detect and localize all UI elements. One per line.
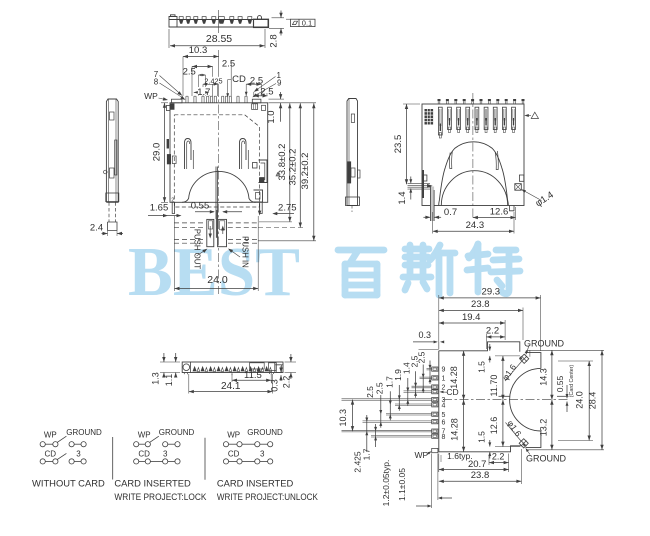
svg-text:5: 5 [442, 412, 446, 419]
svg-text:39.2±0.2: 39.2±0.2 [300, 153, 311, 190]
svg-text:2.425: 2.425 [204, 77, 222, 86]
svg-text:PUSH IN: PUSH IN [241, 236, 250, 268]
svg-text:2.5: 2.5 [374, 382, 384, 394]
svg-text:1: 1 [442, 376, 446, 383]
svg-text:4: 4 [442, 402, 446, 409]
svg-text:1.1: 1.1 [164, 374, 174, 387]
svg-text:1.3: 1.3 [150, 372, 160, 385]
svg-text:2.8: 2.8 [269, 34, 280, 47]
svg-text:24.0: 24.0 [575, 391, 585, 409]
svg-text:12.6: 12.6 [489, 417, 499, 435]
svg-text:GROUND: GROUND [159, 428, 195, 437]
svg-text:14.3: 14.3 [538, 368, 548, 386]
svg-text:0.3: 0.3 [418, 330, 431, 340]
svg-text:2: 2 [171, 198, 174, 204]
svg-text:6: 6 [442, 419, 446, 426]
svg-text:23.8: 23.8 [471, 470, 490, 481]
svg-text:WP: WP [44, 430, 57, 439]
svg-text:14.28: 14.28 [450, 418, 460, 441]
svg-text:2.5: 2.5 [222, 59, 235, 70]
svg-text:2.5: 2.5 [183, 66, 196, 77]
svg-text:WP: WP [414, 450, 428, 460]
svg-text:GROUND: GROUND [66, 428, 102, 437]
svg-text:1.0: 1.0 [266, 110, 277, 123]
svg-text:WRITE PROJECT:UNLOCK: WRITE PROJECT:UNLOCK [217, 492, 319, 502]
svg-text:13.2: 13.2 [538, 419, 548, 437]
svg-text:0.3: 0.3 [270, 379, 280, 392]
svg-text:2.2: 2.2 [282, 376, 292, 389]
svg-text:1.65: 1.65 [150, 203, 169, 214]
svg-text:WP: WP [138, 430, 151, 439]
svg-text:CD: CD [138, 450, 150, 459]
svg-text:2.5: 2.5 [365, 386, 375, 398]
svg-text:2.5: 2.5 [250, 76, 263, 87]
svg-text:GROUND: GROUND [526, 454, 566, 464]
svg-text:29.0: 29.0 [152, 143, 163, 162]
svg-text:23.8: 23.8 [471, 299, 490, 310]
svg-text:0.7: 0.7 [444, 207, 457, 218]
svg-text:CD: CD [232, 74, 246, 85]
svg-text:3: 3 [76, 450, 81, 459]
svg-text:23.5: 23.5 [393, 135, 404, 154]
svg-text:3: 3 [163, 450, 168, 459]
svg-text:WRITE PROJECT:LOCK: WRITE PROJECT:LOCK [114, 492, 207, 502]
svg-text:1.4: 1.4 [397, 191, 408, 204]
svg-text:12.6: 12.6 [490, 207, 509, 218]
svg-text:1.9: 1.9 [393, 369, 403, 381]
svg-text:9: 9 [442, 367, 446, 374]
svg-text:0.55: 0.55 [555, 375, 565, 392]
svg-text:GROUND: GROUND [524, 339, 564, 349]
svg-text:33.8±0.2: 33.8±0.2 [277, 144, 288, 181]
svg-text:CD: CD [228, 450, 240, 459]
svg-text:1.7: 1.7 [385, 376, 395, 388]
svg-text:1.2±0.05typ.: 1.2±0.05typ. [381, 460, 391, 507]
svg-text:3: 3 [260, 450, 265, 459]
svg-text:10.3: 10.3 [338, 409, 348, 427]
svg-text:1.7: 1.7 [361, 448, 371, 460]
svg-text:35.2±0.2: 35.2±0.2 [287, 149, 298, 186]
svg-text:CARD INSERTED: CARD INSERTED [114, 478, 191, 489]
svg-text:WP: WP [144, 91, 158, 101]
svg-text:CD: CD [45, 450, 57, 459]
svg-text:1.4: 1.4 [402, 362, 412, 374]
svg-text:19.4: 19.4 [462, 312, 481, 323]
svg-text:PUSH OUT: PUSH OUT [192, 229, 201, 270]
svg-text:WP: WP [227, 430, 240, 439]
svg-text:1.5: 1.5 [476, 431, 486, 443]
svg-text:9: 9 [277, 79, 282, 88]
svg-text:20.7: 20.7 [468, 459, 487, 470]
svg-text:CARD INSERTED: CARD INSERTED [217, 478, 294, 489]
svg-text:2.2: 2.2 [492, 452, 505, 462]
svg-text:11.5: 11.5 [244, 370, 262, 381]
svg-text:10.3: 10.3 [189, 45, 208, 56]
svg-text:28.4: 28.4 [588, 392, 598, 410]
svg-text:8: 8 [442, 434, 446, 441]
svg-text:24.0: 24.0 [207, 274, 228, 286]
svg-text:2.4: 2.4 [90, 223, 103, 234]
svg-text:24.1: 24.1 [221, 381, 241, 392]
svg-text:8: 8 [154, 78, 159, 87]
svg-text:2: 2 [442, 385, 446, 392]
svg-text:0.1: 0.1 [302, 18, 312, 27]
svg-text:2.75: 2.75 [278, 203, 297, 214]
svg-text:2.2: 2.2 [486, 325, 499, 336]
svg-text:11.70: 11.70 [489, 375, 499, 397]
svg-text:0.55: 0.55 [191, 201, 210, 212]
svg-text:1.5: 1.5 [476, 361, 486, 373]
svg-text:2.5: 2.5 [260, 87, 273, 98]
svg-text:14.28: 14.28 [449, 366, 459, 389]
svg-text:1.1±0.05: 1.1±0.05 [397, 468, 407, 501]
svg-text:28.55: 28.55 [206, 33, 232, 45]
svg-text:GROUND: GROUND [247, 428, 283, 437]
svg-text:24.3: 24.3 [466, 220, 485, 231]
svg-text:WITHOUT CARD: WITHOUT CARD [32, 478, 105, 489]
svg-text:29.3: 29.3 [482, 286, 501, 297]
